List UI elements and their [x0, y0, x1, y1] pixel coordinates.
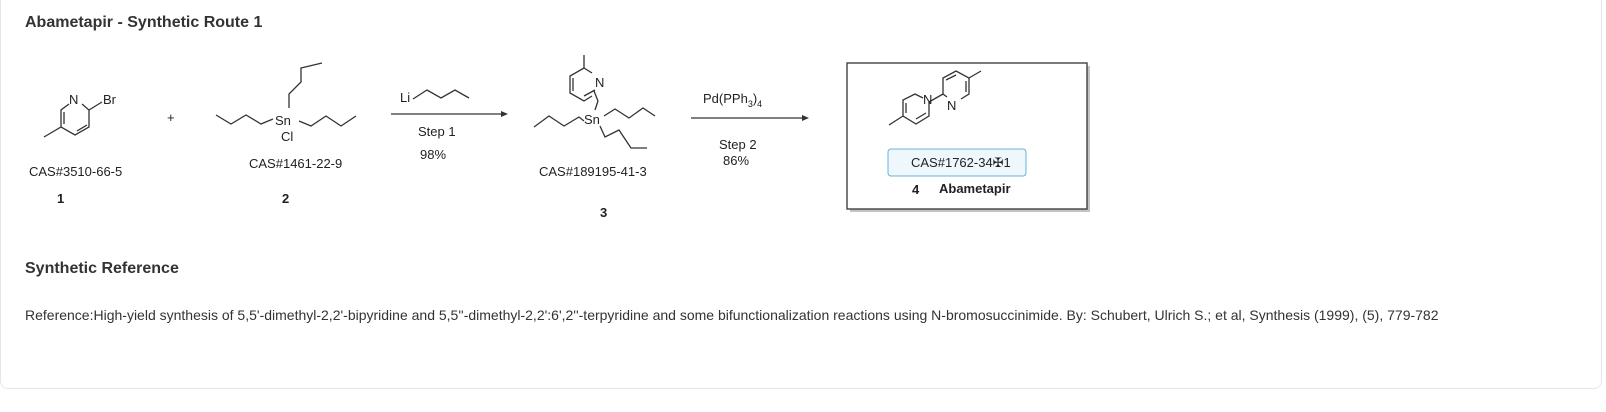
plus-sign: + [167, 110, 175, 125]
compound-4-cas[interactable]: CAS#1762-34✠1 [911, 155, 1011, 170]
compound-3-structure: N Sn [533, 55, 656, 149]
step-2-label: Step 2 [719, 137, 757, 152]
compound-2-structure: Sn Cl [215, 62, 357, 144]
atom-n: N [947, 98, 956, 113]
compound-4-number: 4 [912, 182, 920, 197]
atom-br: Br [103, 92, 117, 107]
atom-sn: Sn [584, 112, 600, 127]
reference-heading: Synthetic Reference [25, 260, 179, 277]
step-2-arrow: Pd(PPh3)4 Step 2 86% [691, 91, 809, 168]
compound-3-cas: CAS#189195-41-3 [539, 164, 647, 179]
step-1-arrow: Li Step 1 98% [391, 89, 508, 162]
atom-n: N [595, 75, 604, 90]
reagent-2: Pd(PPh3)4 [703, 91, 762, 109]
route-card: Abametapir - Synthetic Route 1 N Br CAS#… [0, 0, 1602, 389]
atom-cl: Cl [281, 129, 293, 144]
page-title: Abametapir - Synthetic Route 1 [25, 14, 263, 31]
step-1-yield: 98% [420, 147, 446, 162]
step-2-yield: 86% [723, 153, 749, 168]
compound-2-number: 2 [282, 191, 289, 206]
atom-n: N [69, 92, 78, 107]
product-box: N N CAS#1762-34✠1 4 Abametapir [846, 62, 1090, 212]
atom-n: N [923, 92, 932, 107]
compound-4-name: Abametapir [939, 181, 1011, 196]
compound-1-number: 1 [57, 191, 64, 206]
compound-1-structure: N Br [43, 92, 117, 138]
reagent-1: Li [400, 90, 410, 105]
atom-sn: Sn [275, 113, 291, 128]
compound-1-cas: CAS#3510-66-5 [29, 164, 122, 179]
step-1-label: Step 1 [418, 124, 456, 139]
compound-2-cas: CAS#1461-22-9 [249, 156, 342, 171]
reaction-scheme: N Br CAS#3510-66-5 1 + Sn Cl CAS#1461-22… [29, 55, 1090, 220]
reference-text: Reference:High-yield synthesis of 5,5'-d… [25, 307, 1439, 323]
compound-3-number: 3 [600, 205, 607, 220]
